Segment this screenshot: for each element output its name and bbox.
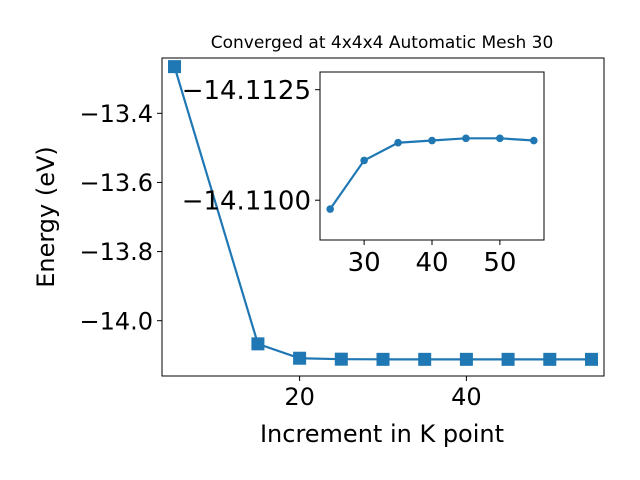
inset-y-tick-label: −14.1125 xyxy=(182,76,311,106)
main-data-point xyxy=(584,352,598,366)
inset-data-point xyxy=(462,134,470,143)
inset-data-point xyxy=(394,138,402,147)
inset-x-tick-label: 40 xyxy=(415,248,448,278)
main-data-point xyxy=(293,351,307,365)
main-y-tick-label: −14.0 xyxy=(79,307,153,335)
main-y-tick-label: −13.4 xyxy=(79,100,153,128)
x-axis-label: Increment in K point xyxy=(260,420,504,448)
inset-y-tick-label: −14.1100 xyxy=(182,187,311,217)
chart-title: Converged at 4x4x4 Automatic Mesh 30 xyxy=(211,33,554,53)
inset-x-tick-label: 30 xyxy=(348,248,381,278)
inset-data-point xyxy=(428,136,436,145)
main-y-tick-label: −13.8 xyxy=(79,238,153,266)
main-x-tick-label: 20 xyxy=(284,383,315,411)
inset-plot-frame xyxy=(319,71,545,241)
main-data-point xyxy=(334,352,348,366)
inset-data-point xyxy=(530,136,538,145)
main-data-point xyxy=(418,352,432,366)
inset-data-point xyxy=(326,205,334,213)
inset-data-point xyxy=(496,134,504,143)
y-axis-label: Energy (eV) xyxy=(32,146,60,288)
main-series-line xyxy=(173,66,592,361)
inset-x-tick-label: 50 xyxy=(483,248,516,278)
inset-axes: 30 40 50 −14.1125 −14.1100 xyxy=(182,71,545,278)
inset-data-point xyxy=(360,156,368,165)
main-data-point xyxy=(168,60,182,74)
main-data-point xyxy=(376,352,390,366)
main-data-point xyxy=(251,337,265,351)
main-data-point xyxy=(459,352,473,366)
main-data-point xyxy=(543,352,557,366)
main-x-tick-label: 40 xyxy=(451,383,482,411)
main-data-point xyxy=(501,352,515,366)
main-y-tick-label: −13.6 xyxy=(79,169,153,197)
